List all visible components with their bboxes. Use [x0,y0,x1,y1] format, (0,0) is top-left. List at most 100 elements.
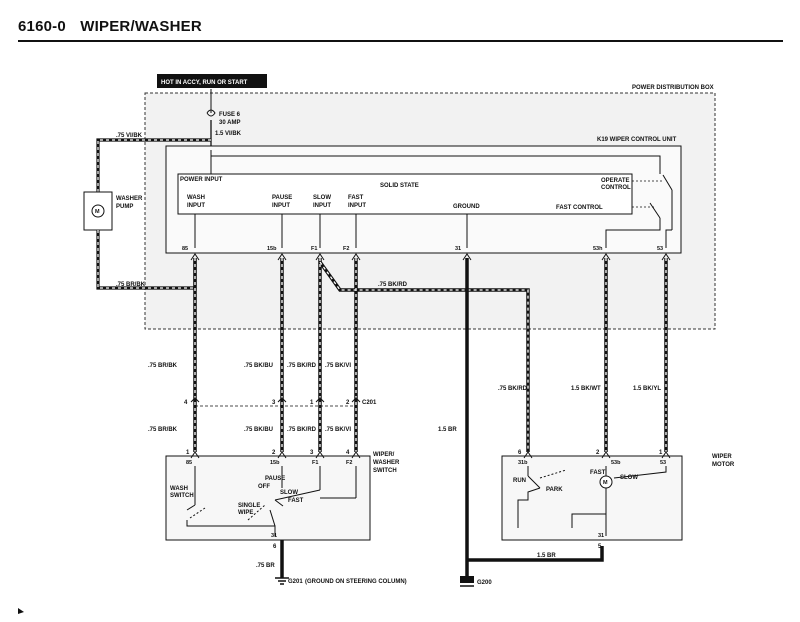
motor-pin-31: 31 [598,533,604,539]
fast-relay-contact [649,202,661,219]
pause-input-label-1: PAUSE [272,195,292,201]
section-code: 6160-0 [18,18,66,35]
motor-pin-6: 6 [518,450,522,456]
switch-title-3: SWITCH [373,468,397,474]
motor-run-label: RUN [513,478,526,484]
wire-label-cross: .75 BK/RD [378,282,408,288]
c201-name: C201 [362,400,377,406]
page-header: 6160-0 WIPER/WASHER [18,18,202,35]
fuse-name: FUSE 6 [219,112,241,118]
header-rule [18,40,783,42]
pin-15b: 15b [267,246,277,252]
motor-title-2: MOTOR [712,462,735,468]
pause-input-label-2: INPUT [272,203,290,209]
wire-label-w4b: .75 BK/VI [325,427,351,433]
pump-label-2: PUMP [116,204,133,210]
slow-relay-wire [665,229,672,248]
pin-85: 85 [182,246,188,252]
motor-pin-5: 5 [598,544,602,550]
pin-53h: 53h [593,246,603,252]
fast-input-label-1: FAST [348,195,364,201]
motor-term-53b: 53b [611,460,621,466]
fast-input-label-2: INPUT [348,203,366,209]
wire-label-ground: 1.5 BR [438,427,457,433]
switch-pin-6: 6 [273,544,277,550]
unit-pin-labels: 85 15b F1 F2 31 53h 53 [182,246,663,252]
motor-slow-label: SLOW [620,475,638,481]
wire-label-motor-ground: 1.5 BR [537,553,556,559]
margin-mark [18,608,24,614]
c201-pin-c: 1 [310,400,314,406]
single-wipe-label-2: WIPE [238,510,253,516]
solid-state-label: SOLID STATE [380,183,419,189]
unit-connector-arrows [190,253,671,261]
fast-label: FAST [288,498,304,504]
wire-label-switch-ground: .75 BR [256,563,275,569]
wash-switch-label-2: SWITCH [170,493,194,499]
switch-term-15b: 15b [270,460,280,466]
fuse-6-symbol [206,109,216,117]
wire-label-motor-wt: 1.5 BK/WT [571,386,601,392]
motor-term-53: 53 [660,460,666,466]
switch-pin-4: 4 [346,450,350,456]
wire-label-w4: .75 BK/VI [325,363,351,369]
wire-label-motor-yl: 1.5 BK/YL [633,386,661,392]
fast-control-label: FAST CONTROL [556,205,603,211]
unit-internal-wires [194,214,468,248]
pin-f1: F1 [311,246,317,252]
switch-pin-31: 31 [271,533,277,539]
control-unit-title: K19 WIPER CONTROL UNIT [597,137,677,143]
switch-internal-wires [186,466,357,536]
wiper-motor: 6 2 1 31b 53b 53 WIPER MOTOR FAST SLOW R… [501,450,735,550]
wash-input-label-1: WASH [187,195,205,201]
switch-term-85: 85 [186,460,192,466]
connector-c201: 4 3 1 2 C201 [184,397,377,407]
operate-label-2: CONTROL [601,185,631,191]
wash-switch-label-1: WASH [170,486,188,492]
wire-labels: .75 BR/BK .75 BK/BU .75 BK/RD .75 BK/VI … [148,282,661,569]
hot-label: HOT IN ACCY, RUN OR START [161,80,248,86]
slow-label: SLOW [280,490,298,496]
pump-motor-icon [91,204,105,218]
wire-label-w2b: .75 BK/BU [244,427,273,433]
svg-text:M: M [603,480,608,486]
wire-label-w1b: .75 BR/BK [148,427,178,433]
wire-label-w3b: .75 BK/RD [287,427,317,433]
single-wipe-label-1: SINGLE [238,503,260,509]
motor-fast-label: FAST [590,470,606,476]
power-box-title: POWER DISTRIBUTION BOX [632,85,714,91]
hot-label-box [157,74,267,88]
wire-label-w2: .75 BK/BU [244,363,273,369]
wire-label-w1: .75 BR/BK [148,363,178,369]
solid-state-module [177,173,633,215]
motor-pin-1: 1 [659,450,663,456]
c201-pin-d: 2 [346,400,350,406]
operate-relay-contact [662,174,673,191]
wash-input-label-2: INPUT [187,203,205,209]
switch-term-f1: F1 [312,460,318,466]
fuse-wire-label: 1.5 VI/BK [215,131,242,137]
harness-wires [193,258,668,578]
ground-g200: G200 [460,576,492,587]
slow-input-label-1: SLOW [313,195,331,201]
switch-term-f2: F2 [346,460,352,466]
motor-internal-wires [517,466,667,536]
pump-wire-bottom-label: .75 BR/BK [116,282,146,288]
pin-31: 31 [455,246,461,252]
switch-title-2: WASHER [373,460,400,466]
g201-name: G201 [288,579,303,585]
g201-desc: (GROUND ON STEERING COLUMN) [305,579,407,585]
power-input-bus [210,150,661,174]
page-title: WIPER/WASHER [80,18,202,35]
pin-53: 53 [657,246,663,252]
pump-wire-top-label: .75 VI/BK [116,133,143,139]
motor-pin-2: 2 [596,450,600,456]
power-input-label: POWER INPUT [180,177,223,183]
switch-pin-3: 3 [310,450,314,456]
motor-term-31b: 31b [518,460,528,466]
wiper-washer-switch: 1 2 3 4 85 15b F1 F2 WIPER/ WASHER SWITC… [165,450,400,550]
ground-g201: G201 (GROUND ON STEERING COLUMN) [275,577,407,585]
motor-park-label: PARK [546,487,563,493]
